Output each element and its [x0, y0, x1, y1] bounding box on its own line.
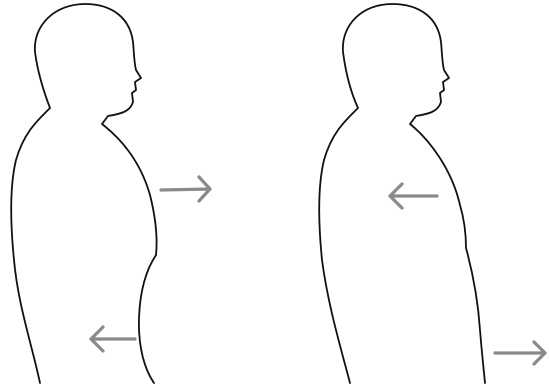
silhouette-left	[11, 4, 210, 383]
belly-arrow	[495, 342, 545, 364]
silhouette-right	[319, 4, 545, 383]
arrow-right-icon	[495, 342, 545, 364]
arrow-right-icon	[161, 177, 210, 201]
arrow-left-icon	[91, 327, 135, 351]
chest-arrow	[390, 184, 437, 208]
body-outline	[319, 4, 485, 383]
chest-arrow	[161, 177, 210, 201]
arrow-left-icon	[390, 184, 437, 208]
belly-arrow	[91, 327, 135, 351]
body-outline	[11, 4, 156, 383]
